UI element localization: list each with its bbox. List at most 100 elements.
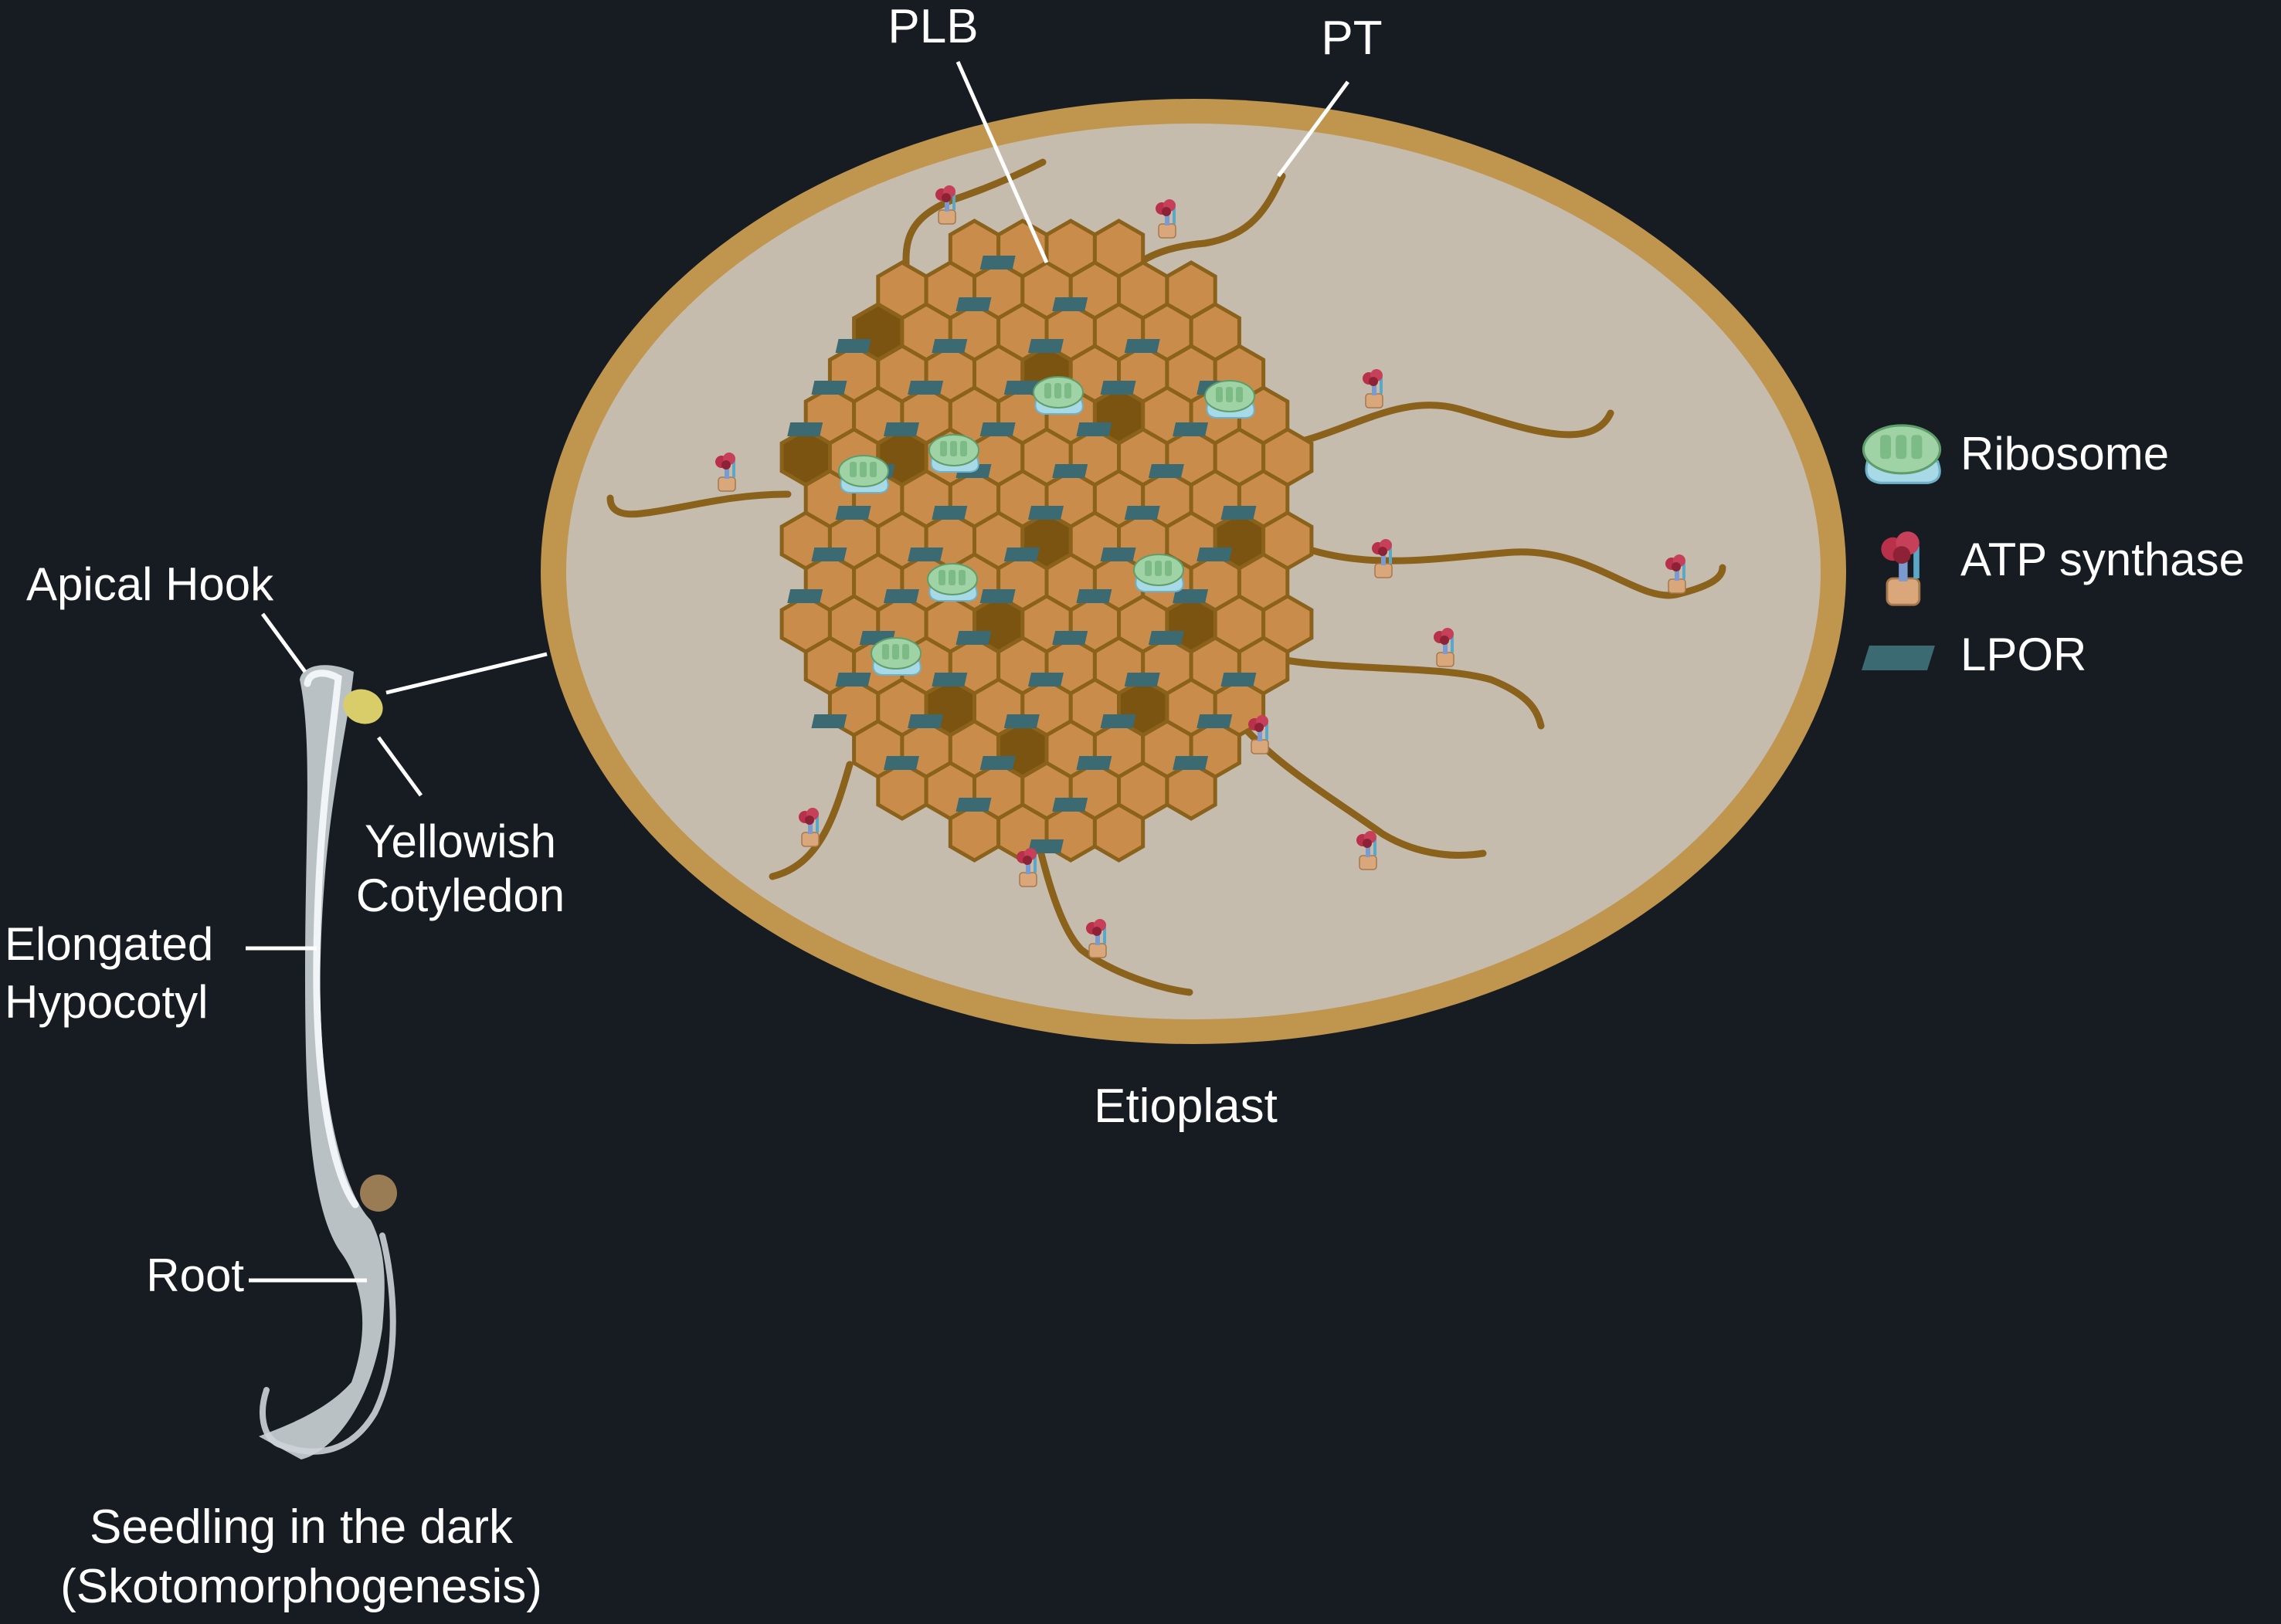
ribosome-icon [1204, 380, 1255, 419]
lpor-icon [1124, 339, 1160, 353]
lpor-icon [1197, 714, 1233, 728]
lpor-icon [1100, 548, 1136, 561]
label-apical-hook: Apical Hook [26, 558, 274, 610]
ribosome-icon [927, 563, 978, 602]
lpor-icon [1148, 464, 1184, 478]
lpor-icon [979, 256, 1016, 270]
seedling-label-lines [246, 612, 548, 1283]
seedling-root-node [360, 1175, 397, 1212]
legend-label-lpor: LPOR [1960, 629, 2086, 680]
lpor-icon [1028, 506, 1064, 520]
ribosome-icon [871, 637, 922, 676]
label-hypocotyl-line2: Hypocotyl [5, 976, 208, 1028]
lpor-icon [883, 589, 919, 603]
prothylakoid [1263, 653, 1545, 730]
plb-hexagon [876, 761, 928, 821]
lpor-icon [956, 297, 992, 311]
label-elongated-line1: Elongated [5, 918, 213, 970]
lpor-icon [787, 589, 823, 603]
lpor-icon [1100, 714, 1136, 728]
lpor-icon [1052, 464, 1088, 478]
lpor-icon [908, 381, 944, 395]
lpor-icon [908, 548, 944, 561]
yellowish-cotyledon [343, 689, 383, 724]
lpor-icon [1028, 839, 1064, 853]
lpor-icon [883, 422, 919, 436]
lpor-icon [811, 381, 847, 395]
lpor-icon [932, 673, 968, 687]
legend: Ribosome ATP synthase LPOR [1862, 424, 2245, 680]
seedling-hypocotyl-highlight [304, 670, 359, 1209]
lpor-icon [1076, 422, 1112, 436]
legend-label-ribosome: Ribosome [1960, 428, 2169, 480]
etioplast [541, 99, 1846, 1044]
lpor-icon [1220, 673, 1257, 687]
lpor-icon [932, 506, 968, 520]
prolamellar-body [779, 219, 1314, 863]
lpor-icon [1052, 798, 1088, 812]
legend-item-atp-synthase: ATP synthase [1879, 530, 2245, 606]
plb-hexagon [1092, 802, 1146, 863]
lpor-icon [1003, 381, 1040, 395]
lpor-icon [1124, 673, 1160, 687]
prothylakoid [1302, 402, 1614, 444]
prothylakoid [1232, 714, 1487, 859]
lpor-icon [1076, 589, 1112, 603]
lpor-icon [883, 756, 919, 770]
lpor-icon [979, 589, 1016, 603]
lpor-icon [835, 673, 871, 687]
label-seedling-line1: Seedling in the dark [90, 1500, 514, 1554]
lpor-icon [956, 631, 992, 645]
lpor-icon [1076, 756, 1112, 770]
legend-item-lpor: LPOR [1862, 629, 2086, 680]
lpor-icon [932, 339, 968, 353]
prothylakoids [606, 158, 1726, 996]
lpor-icon [1173, 589, 1209, 603]
lpor-icon [1028, 673, 1064, 687]
legend-item-ribosome: Ribosome [1862, 424, 2169, 484]
lpor-icon [787, 422, 823, 436]
legend-label-atp-synthase: ATP synthase [1960, 534, 2245, 585]
plb-hexagon [948, 802, 1001, 863]
lpor-icon [1173, 756, 1209, 770]
lpor-icon [1862, 646, 1935, 670]
prothylakoid [1302, 544, 1726, 599]
ribosome-icon [1862, 424, 1942, 484]
lpor-icon [835, 339, 871, 353]
label-plb: PLB [888, 0, 978, 53]
lpor-icon [835, 506, 871, 520]
lpor-icon [956, 798, 992, 812]
label-seedling-line2: (Skotomorphogenesis) [60, 1560, 542, 1613]
lpor-icon [1100, 381, 1136, 395]
atp-synthase-icon [1879, 530, 1921, 606]
label-pt: PT [1321, 12, 1382, 65]
lpor-icon [811, 714, 847, 728]
lpor-icon [1003, 548, 1040, 561]
etioplast-label-lines [956, 60, 1350, 264]
lpor-icon [1052, 631, 1088, 645]
plb-hexagon [1165, 761, 1217, 821]
prothylakoid [606, 490, 792, 518]
ribosome-icon [1133, 554, 1184, 592]
label-etioplast: Etioplast [1094, 1080, 1278, 1133]
lpor-icon [1197, 548, 1233, 561]
label-cotyledon-line2: Cotyledon [356, 870, 565, 921]
lpor-icon [1220, 506, 1257, 520]
lpor-icon [1028, 339, 1064, 353]
ribosome-icon [838, 455, 889, 493]
lpor-icon [1148, 631, 1184, 645]
label-yellowish-line1: Yellowish [365, 815, 556, 867]
seedling-root [260, 1232, 396, 1455]
lpor-icon [908, 714, 944, 728]
ribosome-icon [928, 434, 979, 473]
ribosome-icon [1033, 376, 1084, 415]
lpor-icon [979, 756, 1016, 770]
lpor-icon [1124, 506, 1160, 520]
lpor-icon [1052, 297, 1088, 311]
lpor-icon [979, 422, 1016, 436]
prothylakoid [769, 761, 854, 880]
seedling [259, 665, 397, 1460]
lpor-icon [1003, 714, 1040, 728]
lpor-icon [1173, 422, 1209, 436]
